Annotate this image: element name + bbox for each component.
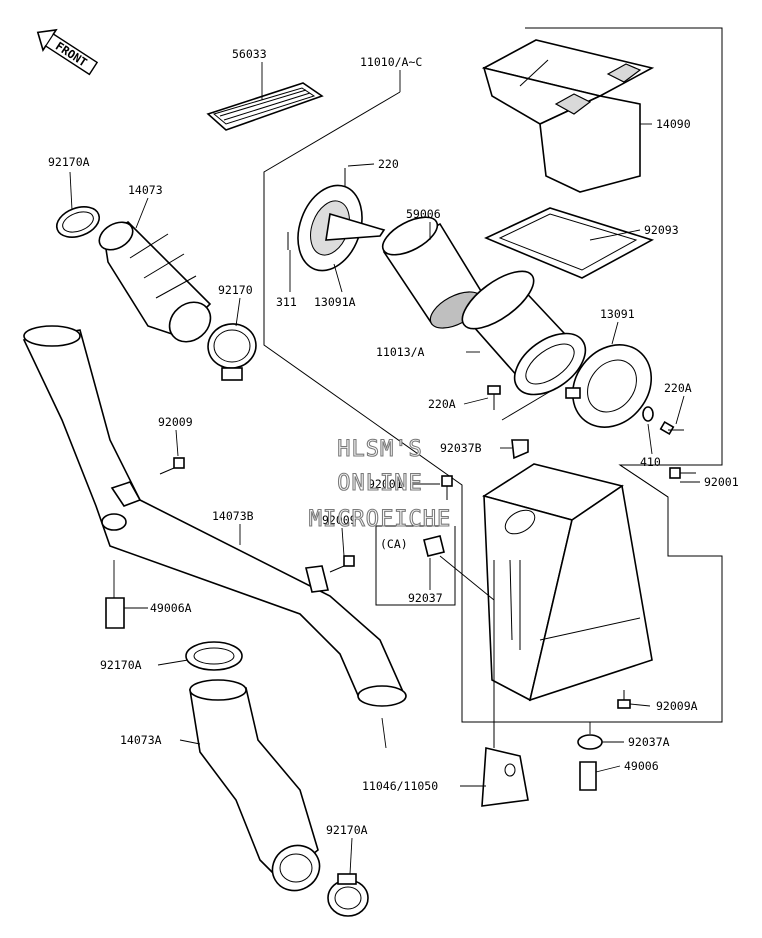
front-arrow-icon: FRONT [36,28,99,76]
part-label-92001-right: 92001 [704,475,739,489]
part-label-92037A: 92037A [628,735,670,749]
filter-pad-56033 [206,82,324,131]
watermark-line-1: HLSM'S [337,437,422,462]
plate-13091 [501,344,653,428]
part-label-11046-11050: 11046/11050 [362,779,438,793]
part-label-14073A: 14073A [120,733,162,747]
part-label-220A-right: 220A [664,381,692,395]
bolt-92009A [617,690,631,709]
intake-duct-14073 [98,220,212,343]
part-label-220: 220 [378,157,399,171]
bolt-92009-mid [329,555,355,573]
airbox-lid-14090 [481,39,655,193]
part-label-92009-mid: 92009 [322,513,357,527]
clip-92037B [511,439,529,460]
sleeve-49006 [579,761,597,791]
clamp-92170A-top [55,206,101,238]
part-label-49006A: 49006A [150,601,192,615]
bolt-92009-top [159,457,185,475]
bolt-220A-left [487,385,501,410]
holder-13091A [287,168,386,272]
clamp-92170 [207,323,257,381]
assembly-frame-lines [263,27,723,723]
watermark-line-2: ONLINE [337,471,422,496]
leader-lines [69,62,700,875]
part-label-13091: 13091 [600,307,635,321]
part-label-49006: 49006 [624,759,659,773]
filter-element-59006 [381,216,486,329]
part-label-59006: 59006 [406,207,441,221]
washer-410 [642,406,654,422]
part-label-220A-left: 220A [428,397,456,411]
clamp-92037A [577,734,603,750]
filter-11013A [461,270,587,396]
part-label-14090: 14090 [656,117,691,131]
part-label-92001-left: 92001 [368,477,403,491]
part-label-92170: 92170 [218,283,253,297]
part-label-13091A: 13091A [314,295,356,309]
part-label-92093: 92093 [644,223,679,237]
part-labels: 56033 11010/A~C 14090 92170A 14073 220 5… [48,47,739,837]
fasteners [441,385,696,500]
part-label-92009-top: 92009 [158,415,193,429]
part-label-92170A-top: 92170A [48,155,90,169]
part-label-92037: 92037 [408,591,443,605]
part-label-92170A-bottom: 92170A [326,823,368,837]
bolt-92001-right [669,467,696,479]
duct-14073B [22,325,407,707]
part-label-410: 410 [640,455,661,469]
part-label-92009A: 92009A [656,699,698,713]
watermark: HLSM'S ONLINE MICROFICHE [308,436,451,532]
bolt-220A-right [659,420,684,436]
duct-14073A [189,679,321,892]
watermark-line-3: MICROFICHE [309,507,451,532]
sleeve-49006A [105,597,125,629]
part-label-14073B: 14073B [212,509,254,523]
clamp-92170A-mid [185,641,243,671]
part-label-14073: 14073 [128,183,163,197]
clamp-92170A-bottom [327,873,369,917]
part-label-311: 311 [276,295,297,309]
part-label-92170A-mid: 92170A [100,658,142,672]
gasket-92093 [484,207,655,279]
part-label-11010: 11010/A~C [360,55,422,69]
part-label-11013A: 11013/A [376,345,425,359]
airbox-case [482,463,653,702]
part-label-CA: (CA) [380,537,408,551]
part-label-92037B: 92037B [440,441,482,455]
bracket-11046 [481,560,529,807]
bolt-92001-left [441,475,453,500]
clip-92037 [423,535,445,557]
part-label-56033: 56033 [232,47,267,61]
